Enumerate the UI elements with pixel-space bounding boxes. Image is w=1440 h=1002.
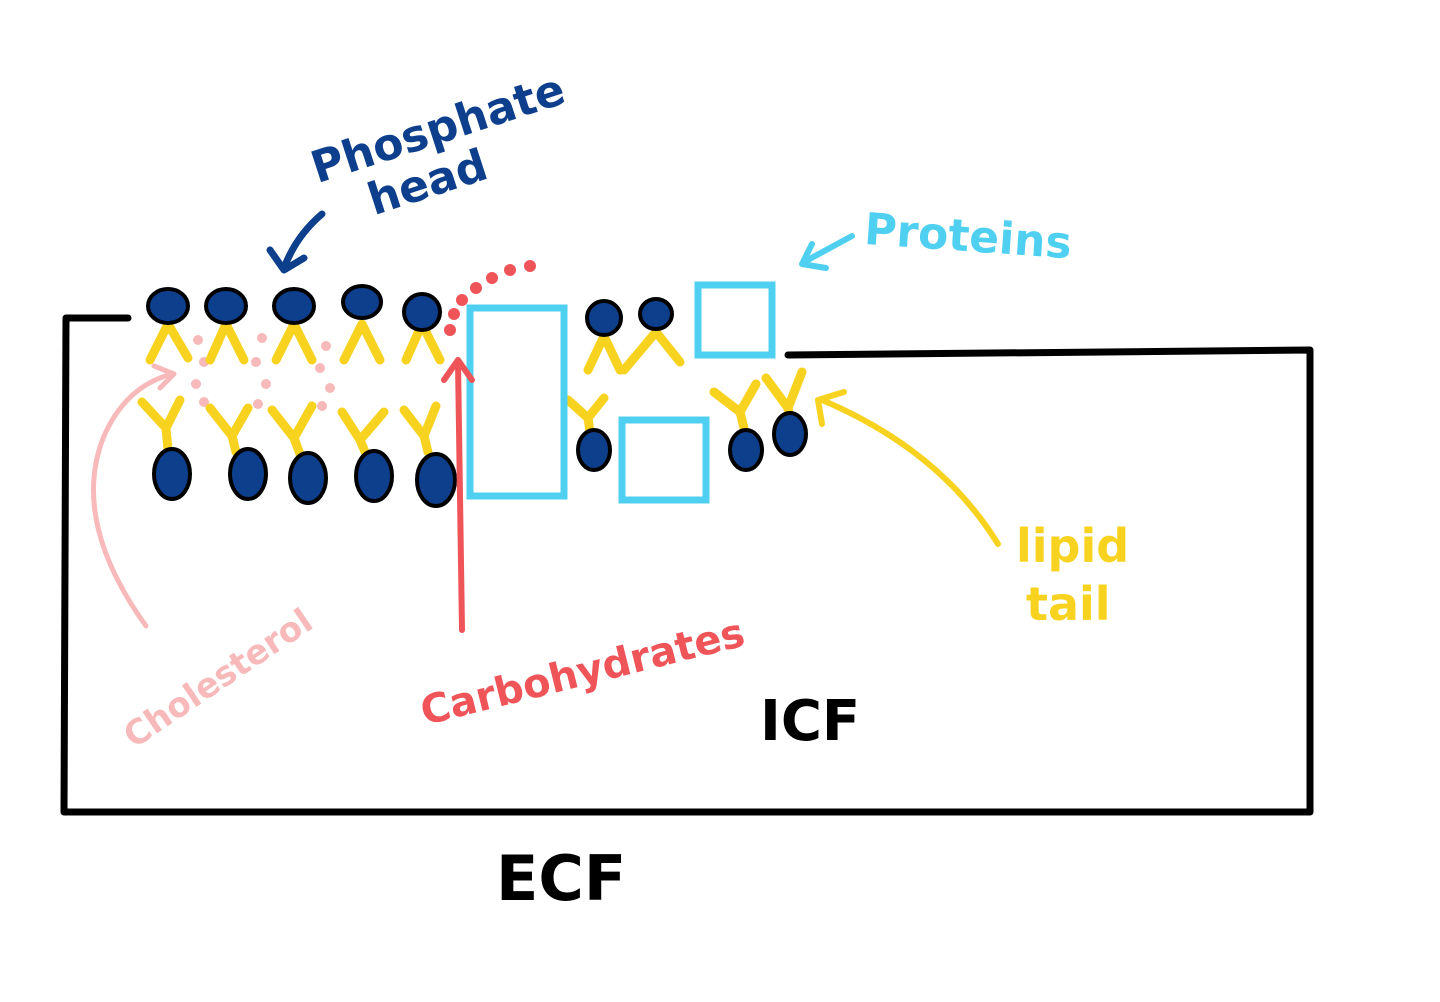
lipid-tail-label-line2: tail [1026,577,1111,631]
icf-label: ICF [760,689,860,754]
proteins [466,281,776,504]
phospholipid [339,284,385,365]
carbohydrates-label: Carbohydrates [416,610,749,735]
phospholipid [709,379,764,472]
ecf-label: ECF [496,842,626,915]
phospholipid [204,287,249,365]
protein-peripheral-top [694,281,776,359]
phospholipid [271,287,317,365]
phospholipid [401,292,445,365]
protein-channel [466,304,568,500]
phosphate-head-label: Phosphate head [305,64,571,226]
phospholipids-bottom-row [137,367,808,508]
phospholipid [205,403,268,501]
phospholipid [267,401,328,505]
proteins-label: Proteins [863,204,1074,269]
phosphate-head-arrow [266,210,326,274]
cell-outline [60,314,1314,816]
phospholipid [399,401,457,508]
phospholipid [761,367,808,457]
phospholipid [337,407,394,503]
phospholipid [145,287,193,365]
carbohydrate-chain [444,260,536,336]
carbohydrates-arrow [441,357,475,633]
phospholipids-top-row [145,284,685,375]
proteins-arrow [799,233,855,271]
protein-peripheral-bottom [618,416,710,504]
cholesterol-dots [191,333,335,411]
phospholipid [619,297,685,375]
phospholipid [583,299,625,375]
phospholipid [137,395,192,501]
phospholipid [563,393,612,472]
lipid-tail-arrow [815,389,1001,547]
lipid-tail-label-line1: lipid [1016,519,1129,573]
cholesterol-arrow [91,363,177,629]
